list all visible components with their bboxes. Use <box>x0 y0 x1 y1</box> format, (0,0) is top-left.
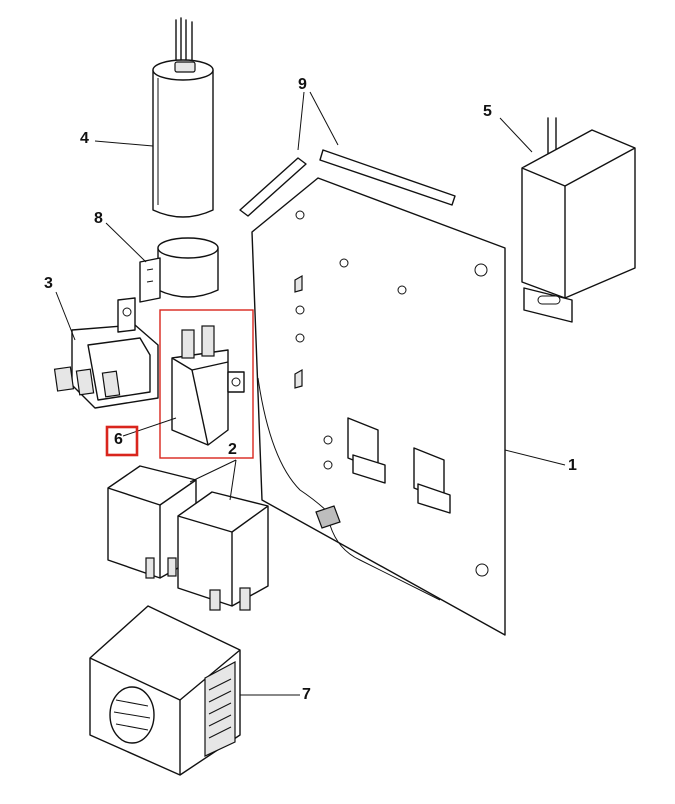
part-3-holder <box>53 297 159 409</box>
callout-3: 3 <box>44 275 53 292</box>
part-4-capacitor <box>152 17 214 218</box>
callout-7: 7 <box>302 686 311 703</box>
callout-6: 6 <box>114 431 123 448</box>
part-1-plate <box>251 177 506 636</box>
part-8-clamp <box>139 237 219 303</box>
callout-4: 4 <box>80 130 89 147</box>
callout-6-highlight <box>105 425 139 457</box>
part-5-module <box>521 117 636 323</box>
callout-8: 8 <box>94 210 103 227</box>
leader-lines <box>55 91 566 696</box>
callout-5: 5 <box>483 103 492 120</box>
part-9-pins <box>239 149 456 217</box>
part-6-relay <box>159 309 254 459</box>
part-7-buzzer <box>89 605 241 776</box>
callout-1: 1 <box>568 457 577 474</box>
part-2-relays <box>107 465 269 611</box>
callout-9: 9 <box>298 76 307 93</box>
callout-2: 2 <box>228 441 237 458</box>
